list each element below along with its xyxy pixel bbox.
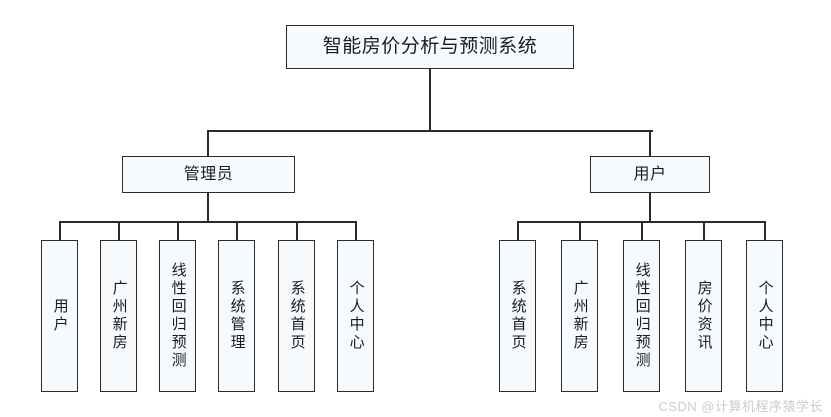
connector-user-leaf-3 [703,221,705,241]
leaf-node-admin-guangzhou-new-housing: 广州新房 [100,240,137,392]
connector-root-to-admin [207,130,209,157]
connector-admin-leaf-5 [355,221,357,241]
connector-admin-leaf-1 [118,221,120,241]
leaf-node-user-system-home: 系统首页 [499,240,536,392]
leaf-node-admin-system-home: 系统首页 [278,240,315,392]
branch-node-user: 用户 [590,156,710,193]
connector-admin-trunk [207,192,209,223]
leaf-node-user-linear-regression-prediction: 线性回归预测 [623,240,660,392]
leaf-node-admin-personal-center: 个人中心 [337,240,374,392]
connector-root-trunk [429,68,431,131]
leaf-node-user-house-price-news: 房价资讯 [685,240,722,392]
branch-node-admin: 管理员 [122,156,295,193]
connector-admin-leaf-2 [177,221,179,241]
connector-admin-bus [59,221,356,223]
connector-user-trunk [649,192,651,223]
leaf-node-admin-linear-regression-prediction: 线性回归预测 [159,240,196,392]
connector-admin-leaf-3 [236,221,238,241]
leaf-node-user-guangzhou-new-housing: 广州新房 [561,240,598,392]
connector-root-bus [207,130,653,132]
connector-user-leaf-1 [579,221,581,241]
connector-admin-leaf-4 [296,221,298,241]
leaf-node-admin-system-management: 系统管理 [218,240,255,392]
leaf-node-admin-user: 用户 [41,240,78,392]
connector-admin-leaf-0 [59,221,61,241]
connector-user-leaf-4 [764,221,766,241]
leaf-node-user-personal-center: 个人中心 [746,240,783,392]
connector-user-leaf-2 [641,221,643,241]
connector-root-to-user [649,130,651,157]
csdn-watermark: CSDN @计算机程序猿学长 [658,399,823,414]
connector-user-leaf-0 [517,221,519,241]
root-node-system-title: 智能房价分析与预测系统 [286,25,574,69]
